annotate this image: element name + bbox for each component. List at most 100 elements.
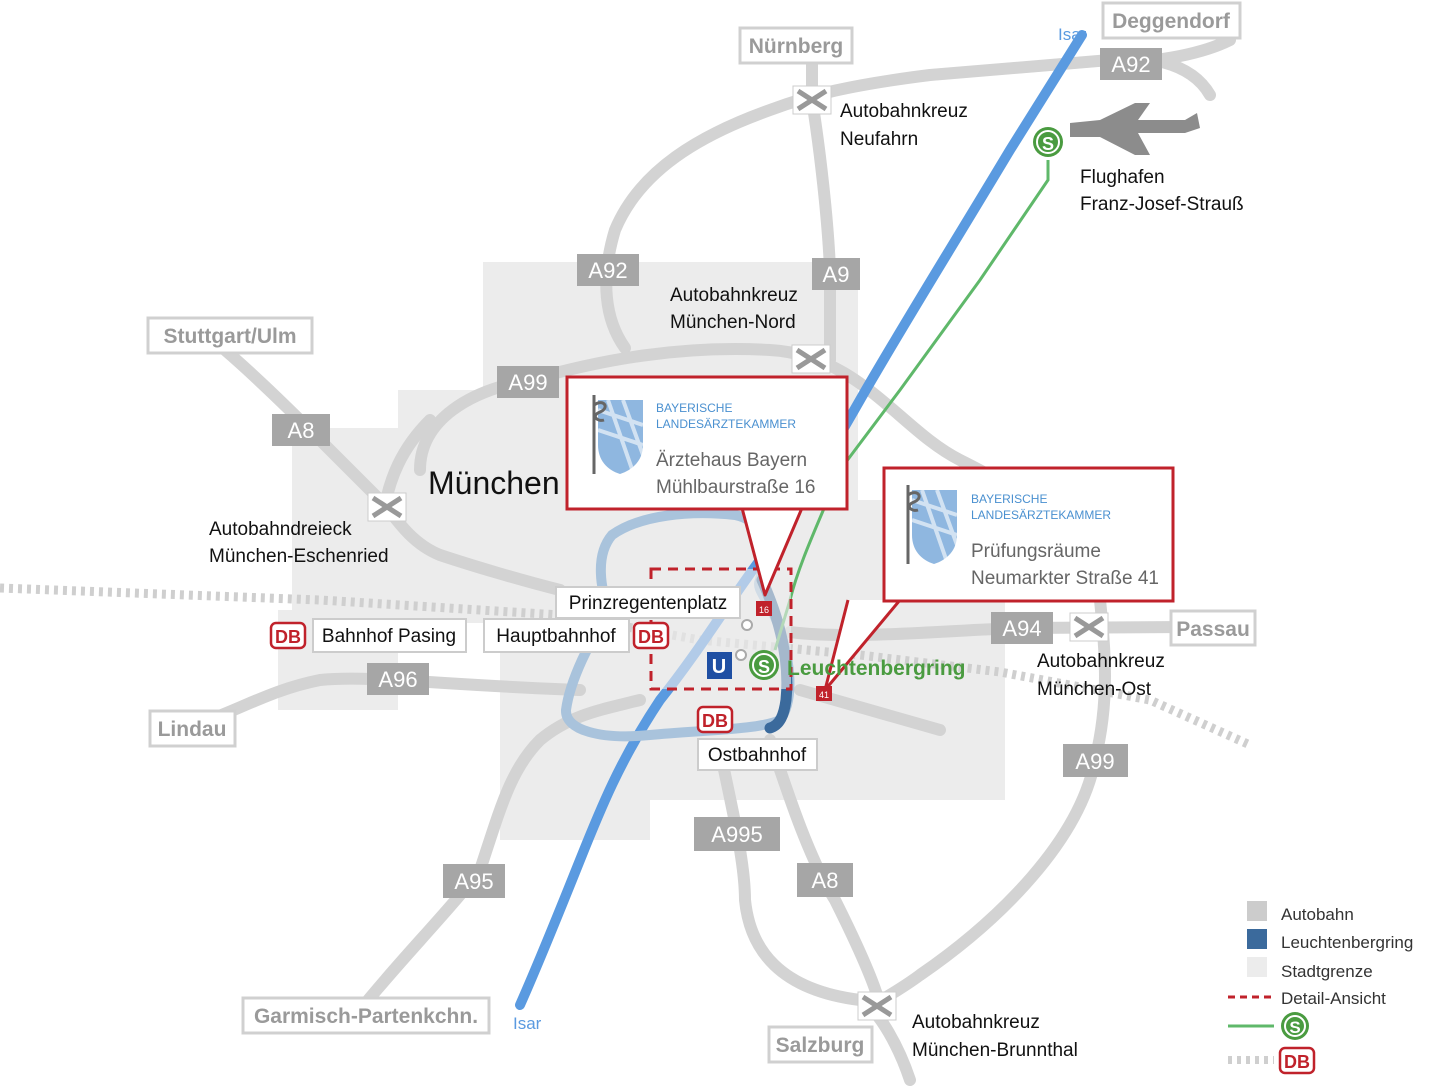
svg-text:A92: A92	[1111, 52, 1150, 77]
isar-label-north: Isar	[1058, 25, 1087, 44]
svg-text:München-Eschenried: München-Eschenried	[209, 546, 389, 567]
svg-text:Ostbahnhof: Ostbahnhof	[708, 745, 807, 766]
a8-south-label: A8	[797, 863, 853, 897]
svg-text:BAYERISCHE: BAYERISCHE	[656, 401, 732, 415]
svg-text:Autobahnkreuz: Autobahnkreuz	[840, 101, 968, 122]
svg-text:41: 41	[819, 690, 829, 700]
svg-text:Hauptbahnhof: Hauptbahnhof	[496, 626, 616, 647]
legend: Autobahn Leuchtenbergring Stadtgrenze De…	[1228, 901, 1413, 1075]
svg-text:Ärztehaus Bayern: Ärztehaus Bayern	[656, 450, 807, 471]
svg-text:Garmisch-Partenkchn.: Garmisch-Partenkchn.	[254, 1005, 478, 1028]
marker-41: 41	[816, 686, 832, 701]
svg-text:Autobahn: Autobahn	[1281, 905, 1354, 924]
svg-text:Lindau: Lindau	[158, 718, 227, 741]
svg-text:Salzburg: Salzburg	[776, 1034, 865, 1057]
svg-text:DB: DB	[275, 627, 301, 647]
legend-sbahn-icon: S	[1281, 1012, 1309, 1040]
aerztekammer-logo-icon	[592, 395, 645, 474]
db-logo-icon: DB	[696, 705, 734, 734]
svg-text:LANDESÄRZTEKAMMER: LANDESÄRZTEKAMMER	[656, 417, 796, 431]
svg-text:A9: A9	[823, 262, 850, 287]
svg-text:Neumarkter Straße 41: Neumarkter Straße 41	[971, 568, 1159, 589]
svg-text:München-Nord: München-Nord	[670, 312, 796, 333]
svg-text:München-Brunnthal: München-Brunnthal	[912, 1040, 1078, 1061]
a95-label: A95	[443, 864, 505, 898]
svg-text:A99: A99	[508, 370, 547, 395]
ubahn-icon: U	[707, 652, 732, 679]
svg-text:A92: A92	[588, 258, 627, 283]
station-leuchtenbergring: Leuchtenbergring	[787, 657, 966, 680]
svg-text:Prinzregentenplatz: Prinzregentenplatz	[569, 593, 727, 614]
dest-nuernberg: Nürnberg	[738, 26, 854, 65]
svg-text:Mühlbaurstraße 16: Mühlbaurstraße 16	[656, 477, 815, 498]
svg-text:Deggendorf: Deggendorf	[1112, 10, 1231, 33]
a99-east-label: A99	[1063, 744, 1128, 777]
svg-text:A995: A995	[711, 822, 762, 847]
station-hauptbahnhof: Hauptbahnhof	[483, 618, 630, 653]
a8-west-label: A8	[272, 414, 330, 446]
dest-lindau: Lindau	[148, 709, 237, 748]
a9-label: A9	[812, 258, 860, 290]
legend-db-icon: DB	[1278, 1046, 1316, 1075]
legend-swatch-ring	[1247, 929, 1267, 949]
svg-text:Neufahrn: Neufahrn	[840, 129, 918, 150]
db-logo-icon: DB	[632, 621, 670, 650]
a94-label: A94	[991, 612, 1053, 644]
dest-passau: Passau	[1169, 609, 1257, 647]
interchange-labels: Autobahnkreuz Neufahrn Autobahnkreuz Mün…	[209, 101, 1165, 1061]
svg-text:DB: DB	[638, 627, 664, 647]
destination-signs: Deggendorf Nürnberg Stuttgart/Ulm Lindau…	[146, 1, 1257, 1064]
airport-sbahn-icon: S	[1033, 127, 1063, 157]
callout-pruefungsraeume: BAYERISCHE LANDESÄRZTEKAMMER Prüfungsräu…	[882, 466, 1175, 603]
a92-mid-label: A92	[577, 254, 639, 286]
svg-text:S: S	[758, 657, 770, 677]
callout-aerztehaus: BAYERISCHE LANDESÄRZTEKAMMER Ärztehaus B…	[565, 375, 849, 511]
svg-text:Detail-Ansicht: Detail-Ansicht	[1281, 989, 1386, 1008]
svg-text:S: S	[1289, 1018, 1300, 1037]
svg-text:Prüfungsräume: Prüfungsräume	[971, 541, 1101, 562]
svg-text:Autobahnkreuz: Autobahnkreuz	[912, 1012, 1040, 1033]
svg-text:A8: A8	[288, 418, 315, 443]
svg-text:BAYERISCHE: BAYERISCHE	[971, 492, 1047, 506]
sbahn-icon: S	[749, 650, 779, 680]
a99-north-label: A99	[497, 366, 559, 398]
marker-16: 16	[756, 601, 772, 616]
svg-text:Autobahnkreuz: Autobahnkreuz	[670, 285, 798, 306]
station-pasing: Bahnhof Pasing	[312, 618, 467, 653]
svg-text:Autobahnkreuz: Autobahnkreuz	[1037, 651, 1165, 672]
svg-text:DB: DB	[702, 711, 728, 731]
svg-text:Stadtgrenze: Stadtgrenze	[1281, 962, 1373, 981]
svg-text:Stuttgart/Ulm: Stuttgart/Ulm	[164, 325, 297, 348]
svg-text:A95: A95	[454, 869, 493, 894]
svg-text:Autobahndreieck: Autobahndreieck	[209, 519, 352, 540]
svg-text:S: S	[1042, 134, 1054, 154]
station-dot	[741, 619, 753, 631]
station-ostbahnhof: Ostbahnhof	[697, 738, 818, 771]
dest-salzburg: Salzburg	[767, 1025, 874, 1064]
svg-text:München-Ost: München-Ost	[1037, 679, 1152, 700]
aerztekammer-logo-icon	[906, 485, 959, 564]
isar-label-south: Isar	[513, 1014, 542, 1033]
dest-deggendorf: Deggendorf	[1101, 1, 1242, 40]
svg-text:Leuchtenbergring: Leuchtenbergring	[1281, 933, 1413, 952]
airport-label-line2: Franz-Josef-Strauß	[1080, 194, 1244, 215]
a92-north-label: A92	[1100, 48, 1162, 80]
airplane-icon	[1070, 103, 1200, 155]
svg-text:A99: A99	[1075, 749, 1114, 774]
airport-label-line1: Flughafen	[1080, 167, 1165, 188]
dest-stuttgart: Stuttgart/Ulm	[146, 316, 314, 355]
legend-swatch-stadtgrenze	[1247, 957, 1267, 977]
svg-text:Bahnhof Pasing: Bahnhof Pasing	[322, 626, 456, 647]
legend-swatch-autobahn	[1247, 901, 1267, 921]
svg-text:LANDESÄRZTEKAMMER: LANDESÄRZTEKAMMER	[971, 508, 1111, 522]
svg-text:Nürnberg: Nürnberg	[749, 35, 844, 58]
station-dot	[735, 649, 747, 661]
dest-garmisch: Garmisch-Partenkchn.	[241, 996, 491, 1035]
a96-label: A96	[367, 663, 429, 695]
station-prinzregentenplatz: Prinzregentenplatz	[555, 586, 741, 619]
svg-text:16: 16	[759, 605, 769, 615]
autobahn-labels: A92 A92 A9 A99 A8 A96 A94 A99 A995 A8 A9…	[272, 48, 1162, 898]
svg-text:A94: A94	[1002, 616, 1041, 641]
a995-label: A995	[694, 817, 780, 851]
